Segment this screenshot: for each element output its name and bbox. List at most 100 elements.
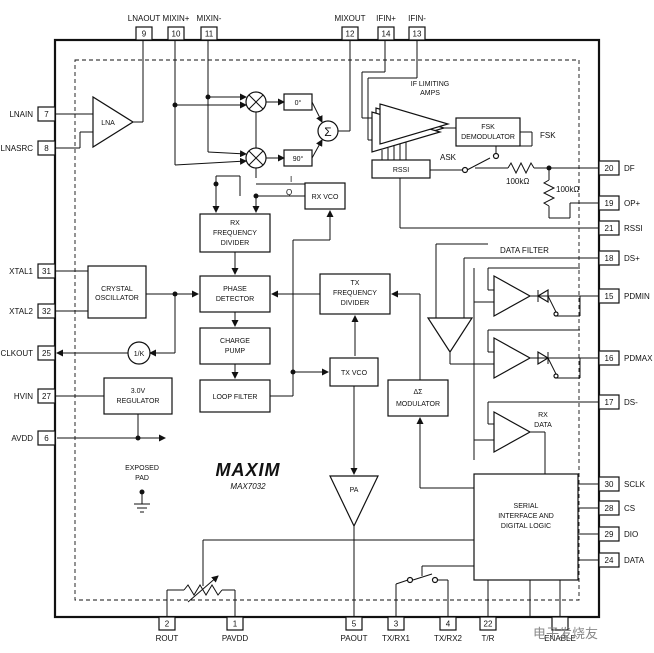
pin-number: 9 bbox=[142, 30, 147, 39]
pin-label: T/R bbox=[482, 634, 495, 643]
pin-number: 24 bbox=[605, 556, 614, 565]
pin-hvin: 27 HVIN bbox=[14, 388, 56, 404]
pin-xtal2: 32 XTAL2 bbox=[9, 303, 56, 319]
pin-number: 10 bbox=[172, 30, 181, 39]
pin-number: 29 bbox=[605, 530, 614, 539]
pin-op: 19 OP+ bbox=[598, 195, 641, 211]
rx-data-line2: DATA bbox=[534, 422, 552, 429]
pin-number: 3 bbox=[394, 620, 399, 629]
fsk-demodulator bbox=[455, 117, 521, 147]
lna-label: LNA bbox=[101, 120, 115, 127]
peak-detector-min bbox=[493, 274, 532, 318]
pin-rssi: 21 RSSI bbox=[598, 220, 643, 236]
if-amps-line1: IF LIMITING bbox=[411, 81, 450, 88]
pin-label: XTAL1 bbox=[9, 267, 33, 276]
pin-number: 14 bbox=[382, 30, 391, 39]
pin-label: DATA bbox=[624, 556, 645, 565]
pin-number: 17 bbox=[605, 398, 614, 407]
pin-label: HVIN bbox=[14, 392, 33, 401]
pa-label: PA bbox=[350, 487, 359, 494]
pin-number: 16 bbox=[605, 354, 614, 363]
pin-data: 24 DATA bbox=[598, 552, 645, 568]
pin-label: LNAIN bbox=[9, 110, 33, 119]
pin-label: DIO bbox=[624, 530, 638, 539]
pin-tx-rx2: 4TX/RX2 bbox=[434, 616, 463, 643]
tx-div-line1: TX bbox=[351, 280, 360, 287]
pin-avdd: 6 AVDD bbox=[11, 430, 56, 446]
crystal-line1: CRYSTAL bbox=[101, 286, 133, 293]
phase-90-label: 90° bbox=[293, 155, 304, 163]
exposed-pad-line1: EXPOSED bbox=[125, 465, 159, 472]
rx-div-line1: RX bbox=[230, 220, 240, 227]
pin-label: IFIN+ bbox=[376, 14, 396, 23]
pin-number: 32 bbox=[42, 307, 51, 316]
pin-label: OP+ bbox=[624, 199, 641, 208]
loop-filter-label: LOOP FILTER bbox=[213, 394, 258, 401]
pin-number: 12 bbox=[346, 30, 355, 39]
mod-line2: MODULATOR bbox=[396, 401, 440, 408]
pin-number: 31 bbox=[42, 267, 51, 276]
exposed-pad-line2: PAD bbox=[135, 475, 149, 482]
pin-number: 27 bbox=[42, 392, 51, 401]
serial-interface-digital-logic bbox=[473, 473, 579, 581]
maxim-logo: MAXIM bbox=[216, 460, 281, 480]
watermark: 电子发烧友 bbox=[533, 626, 598, 641]
voltage-regulator bbox=[103, 377, 173, 415]
pin-label: XTAL2 bbox=[9, 307, 33, 316]
pin-number: 6 bbox=[44, 434, 49, 443]
pin-label: ENABLE bbox=[544, 634, 576, 643]
pin-label: MIXIN- bbox=[197, 14, 222, 23]
cp-line2: PUMP bbox=[225, 348, 246, 355]
pin-label: RSSI bbox=[624, 224, 643, 233]
crystal-line2: OSCILLATOR bbox=[95, 295, 139, 302]
div-1k-label: 1/K bbox=[134, 351, 145, 358]
rssi-block bbox=[371, 159, 431, 179]
pin-number: 11 bbox=[205, 30, 214, 39]
rx-vco-label: RX VCO bbox=[312, 194, 339, 201]
r100k-b-label: 100kΩ bbox=[556, 185, 579, 194]
fsk-demod-line1: FSK bbox=[481, 124, 495, 131]
q-label: Q bbox=[286, 188, 292, 197]
pin-number: 25 bbox=[42, 349, 51, 358]
pin-number: 15 bbox=[605, 292, 614, 301]
pin-label: PDMAX bbox=[624, 354, 653, 363]
rssi-block-label: RSSI bbox=[393, 167, 409, 174]
pin-label: DF bbox=[624, 164, 635, 173]
pin-label: MIXIN+ bbox=[163, 14, 190, 23]
pin-enable: ENABLE bbox=[544, 616, 576, 643]
tx-vco-label: TX VCO bbox=[341, 370, 368, 377]
serial-line3: DIGITAL LOGIC bbox=[501, 523, 551, 530]
pin-label: SCLK bbox=[624, 480, 646, 489]
pin-xtal1: 31 XTAL1 bbox=[9, 263, 56, 279]
pin-label: DS- bbox=[624, 398, 638, 407]
pin-ifin: 14 IFIN+ bbox=[376, 14, 396, 41]
pin-label: TX/RX2 bbox=[434, 634, 463, 643]
tx-vco-block bbox=[329, 357, 379, 387]
pin-label: AVDD bbox=[11, 434, 33, 443]
pin-dio: 29 DIO bbox=[598, 526, 638, 542]
data-filter-label: DATA FILTER bbox=[500, 246, 549, 255]
pin-tx-rx1: 3TX/RX1 bbox=[382, 616, 411, 643]
pd-line2: DETECTOR bbox=[216, 296, 254, 303]
pin-number: 8 bbox=[44, 144, 49, 153]
rx-div-line3: DIVIDER bbox=[221, 240, 249, 247]
pin-label: PAVDD bbox=[222, 634, 249, 643]
pin-number: 13 bbox=[413, 30, 422, 39]
pin-label: PAOUT bbox=[341, 634, 368, 643]
pin-number: 19 bbox=[605, 199, 614, 208]
pin-number: 21 bbox=[605, 224, 614, 233]
pin-number: 30 bbox=[605, 480, 614, 489]
